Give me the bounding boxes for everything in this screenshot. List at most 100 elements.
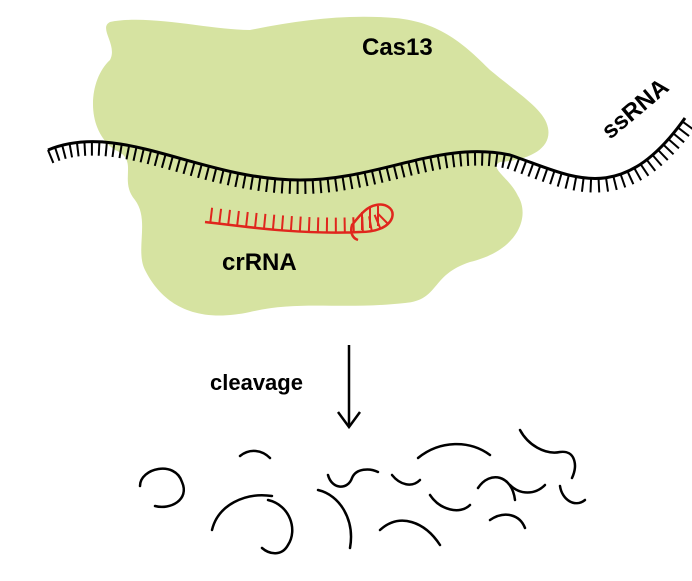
base-tick	[118, 144, 123, 159]
base-tick	[370, 170, 377, 185]
base-tick	[639, 163, 650, 177]
base-tick	[160, 154, 167, 169]
base-tick	[204, 166, 210, 181]
base-tick	[153, 152, 160, 167]
rna-fragment	[260, 498, 294, 555]
base-tick	[139, 148, 145, 163]
base-tick	[75, 142, 80, 157]
base-tick	[556, 172, 563, 187]
rna-fragment	[210, 494, 274, 532]
base-tick	[376, 212, 389, 225]
base-tick	[385, 167, 391, 182]
base-tick	[234, 172, 240, 188]
base-tick	[657, 149, 669, 161]
rna-fragment	[558, 484, 587, 505]
base-tick	[572, 176, 578, 191]
rna-fragment	[238, 449, 272, 460]
rna-fragment	[390, 473, 422, 486]
base-tick	[280, 179, 284, 194]
base-tick	[54, 147, 61, 161]
base-tick	[298, 216, 302, 232]
base-tick	[307, 216, 311, 233]
base-tick	[444, 154, 449, 169]
base-tick	[227, 209, 231, 225]
rna-fragment	[326, 468, 380, 488]
base-tick	[672, 132, 685, 144]
base-tick	[605, 177, 610, 192]
base-tick	[667, 138, 680, 150]
base-tick	[219, 169, 225, 184]
rna-fragment	[316, 488, 353, 550]
base-tick	[633, 167, 642, 181]
base-tick	[348, 175, 354, 190]
base-tick	[249, 175, 254, 190]
base-tick	[241, 174, 247, 189]
base-tick	[378, 168, 384, 183]
base-tick	[175, 158, 182, 173]
base-tick	[513, 157, 521, 172]
rna-fragment	[508, 483, 547, 494]
base-tick	[597, 178, 601, 193]
base-tick	[209, 207, 214, 223]
rna-fragment	[138, 467, 185, 509]
base-tick	[429, 156, 435, 171]
base-tick	[197, 164, 203, 179]
base-tick	[146, 150, 153, 165]
base-tick	[262, 213, 267, 229]
cas13-label: Cas13	[362, 34, 433, 61]
base-tick	[83, 141, 87, 156]
ssrna-label: ssRNA	[597, 73, 675, 144]
rna-fragment	[488, 513, 527, 530]
base-tick	[61, 144, 67, 160]
base-tick	[226, 171, 232, 186]
base-tick	[681, 120, 692, 130]
base-tick	[645, 159, 657, 172]
base-tick	[289, 215, 293, 232]
base-tick	[245, 211, 249, 227]
base-tick	[111, 142, 116, 158]
ssrna-strand	[47, 117, 692, 194]
base-tick	[218, 208, 223, 224]
base-tick	[466, 151, 470, 166]
base-tick	[564, 174, 570, 189]
base-tick	[280, 215, 285, 231]
base-tick	[422, 158, 427, 173]
base-tick	[97, 141, 101, 156]
cleavage-arrow	[336, 345, 362, 430]
rna-fragment	[416, 442, 492, 460]
base-tick	[506, 155, 514, 170]
base-tick	[392, 165, 399, 180]
base-tick	[619, 173, 627, 188]
base-tick	[541, 168, 549, 183]
base-tick	[334, 177, 338, 192]
crrna-strand	[204, 203, 394, 242]
base-tick	[458, 152, 463, 167]
base-tick	[311, 179, 315, 194]
base-tick	[326, 178, 331, 193]
base-tick	[47, 149, 55, 164]
base-tick	[580, 177, 585, 192]
crrna-hairpin-bases	[361, 206, 379, 230]
base-tick	[363, 172, 369, 187]
base-tick	[68, 143, 74, 158]
base-tick	[677, 126, 690, 137]
rna-fragment	[378, 519, 442, 547]
base-tick	[451, 153, 456, 168]
base-tick	[501, 153, 506, 168]
base-tick	[400, 163, 406, 178]
base-tick	[549, 170, 556, 185]
base-tick	[341, 176, 346, 191]
base-tick	[662, 143, 675, 156]
base-tick	[257, 176, 262, 192]
base-tick	[288, 179, 292, 194]
base-tick	[254, 212, 258, 228]
base-tick	[589, 178, 593, 193]
rna-fragment	[476, 476, 517, 502]
base-tick	[236, 210, 240, 226]
base-tick	[487, 152, 491, 167]
cleavage-label: cleavage	[210, 370, 303, 395]
ssrna-backbone	[47, 117, 687, 182]
base-tick	[651, 154, 663, 167]
